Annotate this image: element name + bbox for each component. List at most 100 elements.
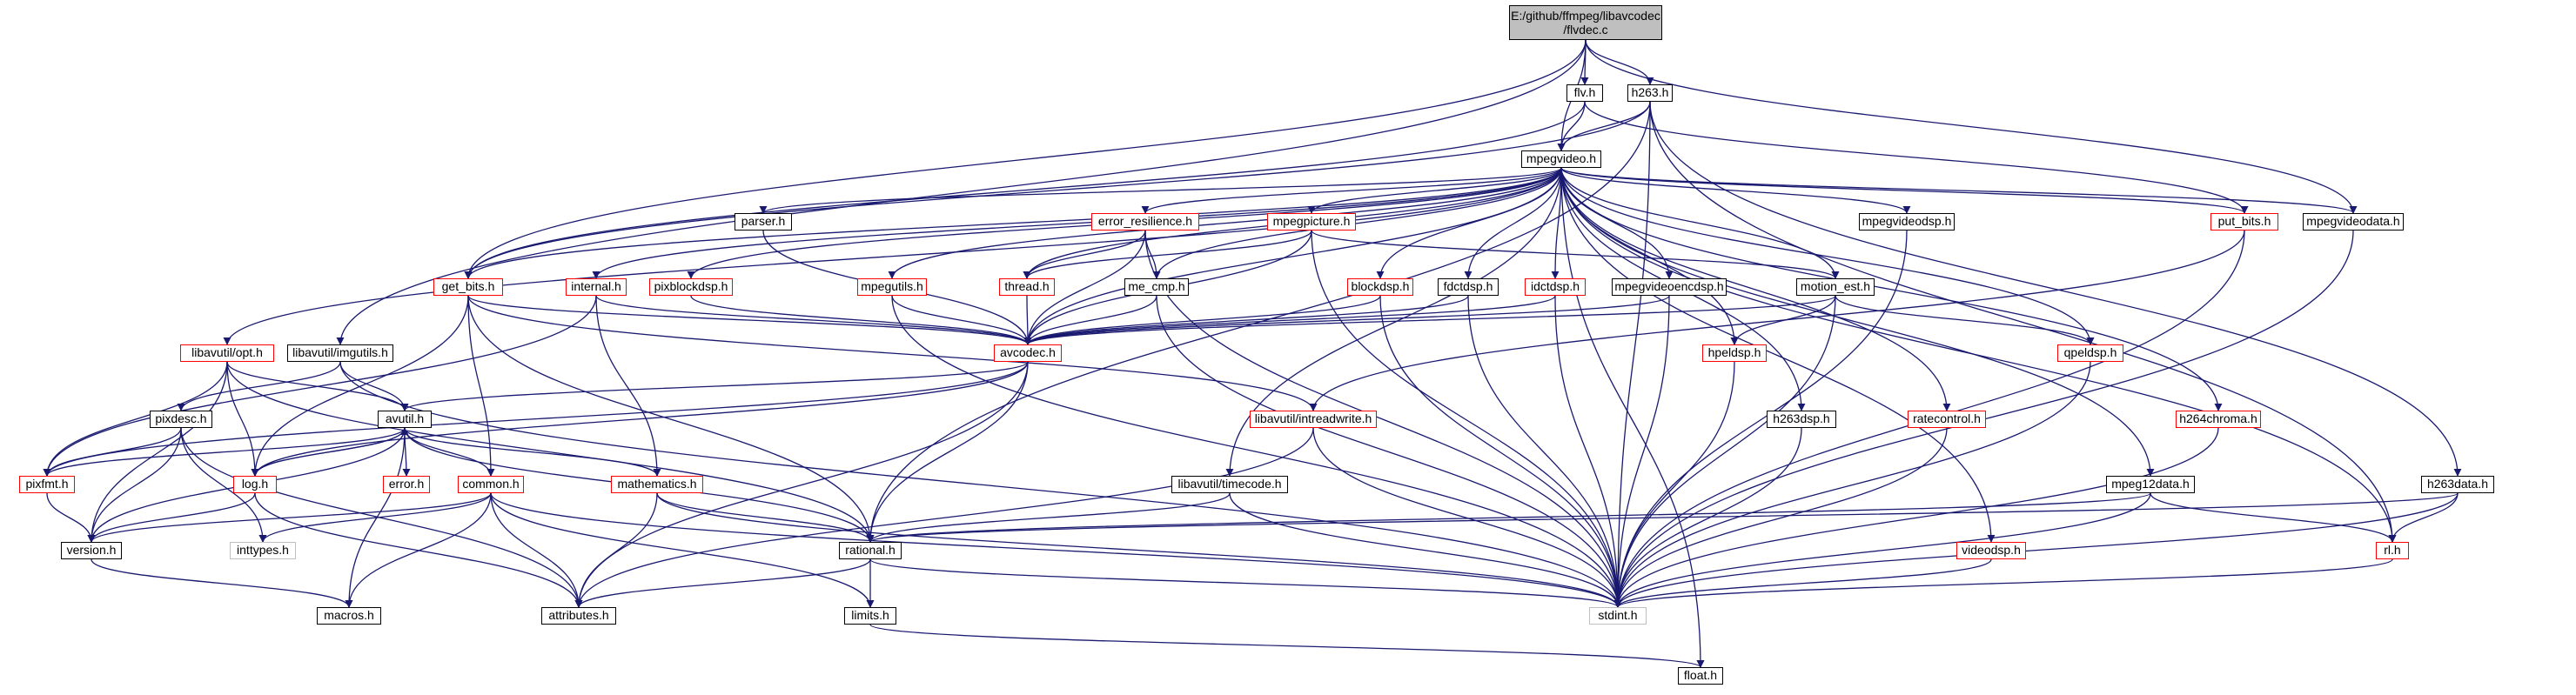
node-macros-h[interactable]: macros.h [317, 607, 381, 625]
edge-h263_h-to-h263data_h [1649, 101, 2462, 477]
node-mpegvideo-h[interactable]: mpegvideo.h [1521, 150, 1601, 168]
edge-h263_h-to-rl_h [1649, 101, 2397, 543]
edge-mpegvideo_h-to-mpegutils_h [888, 167, 1562, 279]
edge-common_h-to-macros_h [345, 492, 492, 608]
node-mpeg12data-h[interactable]: mpeg12data.h [2106, 476, 2195, 493]
edge-libavutil_timecode_h-to-rational_h [866, 492, 1231, 543]
node-libavutil-timecode-h[interactable]: libavutil/timecode.h [1171, 476, 1288, 493]
edge-rl_h-to-stdint_h [1613, 558, 2393, 608]
edge-mpegutils_h-to-avcodec_h [891, 295, 1032, 345]
node-rl-h[interactable]: rl.h [2376, 542, 2409, 559]
edge-mpegvideoencdsp_h-to-stdint_h [1613, 295, 1670, 608]
edge-mpegvideo_h-to-me_cmp_h [1152, 167, 1562, 279]
node-mpegvideodsp-h[interactable]: mpegvideodsp.h [1859, 213, 1955, 231]
node-videodsp-h[interactable]: videodsp.h [1956, 542, 2026, 559]
edge-mpegvideo_h-to-mpegvideodsp_h [1560, 167, 1911, 214]
node-libavutil-imgutils-h[interactable]: libavutil/imgutils.h [287, 344, 393, 362]
edge-log_h-to-attributes_h [254, 492, 583, 608]
edge-mpegvideo_h-to-rl_h [1560, 167, 2397, 543]
edge-common_h-to-attributes_h [490, 492, 583, 608]
node-pixblockdsp-h[interactable]: pixblockdsp.h [649, 278, 733, 296]
node-fdctdsp-h[interactable]: fdctdsp.h [1438, 278, 1499, 296]
node-mpegutils-h[interactable]: mpegutils.h [857, 278, 927, 296]
node-put-bits-h[interactable]: put_bits.h [2210, 213, 2278, 231]
node-limits-h[interactable]: limits.h [844, 607, 896, 625]
node-h263data-h[interactable]: h263data.h [2421, 476, 2494, 493]
edge-libavutil_imgutils_h-to-avutil_h [339, 361, 409, 411]
node-motion-est-h[interactable]: motion_est.h [1796, 278, 1875, 296]
edge-libavutil_intreadwrite_h-to-stdint_h [1312, 427, 1622, 608]
edge-mpegpicture_h-to-motion_est_h [1311, 230, 1840, 279]
edge-error_resilience_h-to-thread_h [1023, 230, 1146, 279]
edge-get_bits_h-to-rational_h [467, 295, 875, 543]
edge-mpegvideo_h-to-mpegvideoencdsp_h [1560, 167, 1674, 279]
edge-root-to-get_bits_h [464, 39, 1587, 279]
edge-h263dsp_h-to-stdint_h [1613, 427, 1802, 608]
edge-hpeldsp_h-to-stdint_h [1613, 361, 1735, 608]
edge-mpegpicture_h-to-stdint_h [1311, 230, 1622, 608]
node-error-resilience-h[interactable]: error_resilience.h [1091, 213, 1199, 231]
node-parser-h[interactable]: parser.h [735, 213, 792, 231]
node-libavutil-opt-h[interactable]: libavutil/opt.h [180, 344, 274, 362]
edge-mpegvideo_h-to-libavutil_timecode_h [1225, 167, 1562, 477]
node-mpegvideodata-h[interactable]: mpegvideodata.h [2303, 213, 2404, 231]
node-float-h[interactable]: float.h [1678, 667, 1723, 685]
node-thread-h[interactable]: thread.h [999, 278, 1055, 296]
edge-avcodec_h-to-rational_h [866, 361, 1029, 543]
node-inttypes-h[interactable]: inttypes.h [230, 542, 296, 559]
edge-mpegvideo_h-to-videodsp_h [1560, 167, 1996, 543]
node-libavutil-intreadwrite-h[interactable]: libavutil/intreadwrite.h [1250, 411, 1377, 428]
node-blockdsp-h[interactable]: blockdsp.h [1347, 278, 1413, 296]
edge-idctdsp_h-to-stdint_h [1554, 295, 1622, 608]
edge-internal_h-to-mathematics_h [595, 295, 661, 477]
node-stdint-h[interactable]: stdint.h [1589, 607, 1647, 625]
edge-libavutil_opt_h-to-avutil_h [226, 361, 409, 411]
node-attributes-h[interactable]: attributes.h [541, 607, 616, 625]
edge-mpegvideo_h-to-mpegvideodata_h [1560, 167, 2358, 214]
node-internal-h[interactable]: internal.h [566, 278, 627, 296]
node-mathematics-h[interactable]: mathematics.h [611, 476, 703, 493]
edge-mathematics_h-to-stdint_h [656, 492, 1622, 608]
edge-motion_est_h-to-stdint_h [1613, 295, 1836, 608]
node-mpegvideoencdsp-h[interactable]: mpegvideoencdsp.h [1612, 278, 1727, 296]
edge-log_h-to-avutil_h [254, 427, 409, 477]
edge-mpegvideo_h-to-mpeg12data_h [1560, 167, 2155, 477]
edge-rational_h-to-attributes_h [574, 558, 871, 608]
node-qpeldsp-h[interactable]: qpeldsp.h [2057, 344, 2123, 362]
edge-videodsp_h-to-stdint_h [1613, 558, 1992, 608]
edge-mpeg12data_h-to-rational_h [866, 492, 2151, 543]
node-me-cmp-h[interactable]: me_cmp.h [1124, 278, 1189, 296]
node-avutil-h[interactable]: avutil.h [378, 411, 432, 428]
root-file-path-line1: E:/github/ffmpeg/libavcodec [1511, 9, 1660, 23]
edge-mpegutils_h-to-stdint_h [891, 295, 1622, 608]
edge-libavutil_imgutils_h-to-stdint_h [339, 361, 1622, 608]
node-flv-h[interactable]: flv.h [1566, 84, 1603, 102]
node-avcodec-h[interactable]: avcodec.h [994, 344, 1062, 362]
node-idctdsp-h[interactable]: idctdsp.h [1525, 278, 1586, 296]
edge-rational_h-to-stdint_h [869, 558, 1622, 608]
node-pixfmt-h[interactable]: pixfmt.h [19, 476, 75, 493]
edge-mpeg12data_h-to-stdint_h [1613, 492, 2151, 608]
node-rational-h[interactable]: rational.h [839, 542, 902, 559]
node-get-bits-h[interactable]: get_bits.h [433, 278, 503, 296]
node-log-h[interactable]: log.h [233, 476, 277, 493]
edge-error_resilience_h-to-stdint_h [1144, 230, 1622, 608]
node-ratecontrol-h[interactable]: ratecontrol.h [1908, 411, 1986, 428]
edge-flv_h-to-get_bits_h [464, 101, 1586, 279]
node-common-h[interactable]: common.h [458, 476, 524, 493]
node-pixdesc-h[interactable]: pixdesc.h [150, 411, 212, 428]
node-error-h[interactable]: error.h [383, 476, 430, 493]
edge-version_h-to-macros_h [91, 558, 353, 608]
node-version-h[interactable]: version.h [61, 542, 122, 559]
edge-libavutil_intreadwrite_h-to-attributes_h [574, 427, 1314, 608]
edge-root-to-h263_h [1585, 39, 1654, 85]
edge-mpegvideo_h-to-error_resilience_h [1141, 167, 1562, 214]
node-hpeldsp-h[interactable]: hpeldsp.h [1702, 344, 1767, 362]
node-h264chroma-h[interactable]: h264chroma.h [2176, 411, 2261, 428]
edge-avutil_h-to-pixfmt_h [43, 427, 406, 477]
edge-mathematics_h-to-rational_h [656, 492, 875, 543]
node-h263dsp-h[interactable]: h263dsp.h [1767, 411, 1836, 428]
edge-get_bits_h-to-common_h [467, 295, 495, 477]
node-h263-h[interactable]: h263.h [1627, 84, 1673, 102]
node-mpegpicture-h[interactable]: mpegpicture.h [1267, 213, 1356, 231]
